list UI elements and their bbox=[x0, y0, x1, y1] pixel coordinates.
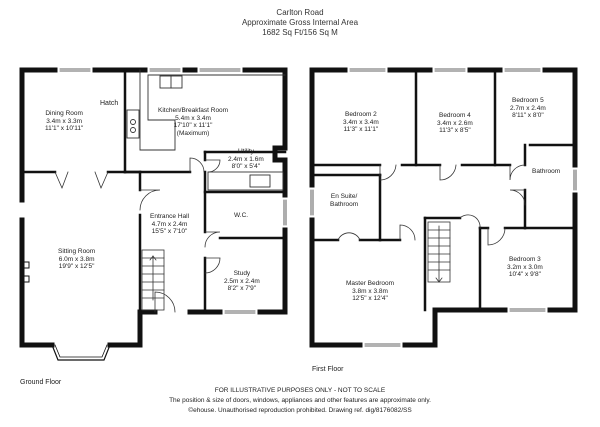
room-metric: 6.0m x 3.8m bbox=[58, 255, 95, 263]
ground-doors bbox=[54, 157, 221, 313]
room-name: Bedroom 3 bbox=[508, 256, 541, 263]
plan-title: Carlton Road bbox=[276, 8, 324, 17]
room-imperial: 8'2" x 7'9" bbox=[227, 285, 257, 292]
first-floor-label: First Floor bbox=[312, 366, 344, 373]
room-imperial: 10'4" x 9'8" bbox=[508, 271, 541, 278]
kitchen-units bbox=[126, 69, 286, 191]
room-master-bedroom: Master Bedroom 3.8m x 3.8m 12'5" x 12'4" bbox=[346, 280, 394, 303]
room-name: W.C. bbox=[234, 212, 249, 219]
room-bedroom-3: Bedroom 3 3.2m x 3.0m 10'4" x 9'8" bbox=[507, 256, 543, 279]
room-en-suite: En Suite/ Bathroom bbox=[330, 193, 358, 208]
bay-window bbox=[51, 344, 111, 361]
room-kitchen: Kitchen/Breakfast Room 5.4m x 3.4m 17'10… bbox=[158, 107, 228, 137]
room-imperial: 8'0" x 5'4" bbox=[231, 163, 261, 170]
room-name: Bedroom 2 bbox=[344, 111, 377, 118]
room-entrance-hall: Entrance Hall 4.7m x 2.4m 15'5" x 7'10" bbox=[150, 213, 189, 236]
ground-stairs bbox=[141, 249, 165, 311]
room-imperial: 15'5" x 7'10" bbox=[151, 228, 188, 235]
room-metric: 2.7m x 2.4m bbox=[510, 104, 546, 112]
room-imperial: 11'3" x 11'1" bbox=[343, 126, 379, 133]
room-study: Study 2.5m x 2.4m 8'2" x 7'9" bbox=[224, 270, 260, 293]
room-wc: W.C. bbox=[234, 212, 248, 220]
room-name: Bedroom 4 bbox=[438, 112, 471, 119]
area-value: 1682 Sq Ft/156 Sq M bbox=[262, 28, 338, 37]
room-bathroom: Bathroom bbox=[532, 168, 560, 176]
copyright-line: ©ehouse. Unauthorised reproduction prohi… bbox=[188, 407, 412, 414]
room-imperial: 8'11" x 8'0" bbox=[512, 112, 544, 119]
fireplace bbox=[23, 261, 30, 283]
room-sitting: Sitting Room 6.0m x 3.8m 19'9" x 12'5" bbox=[58, 248, 95, 271]
room-metric: 3.4m x 3.3m bbox=[46, 117, 83, 125]
room-metric: 4.7m x 2.4m bbox=[151, 220, 188, 228]
area-label: Approximate Gross Internal Area bbox=[241, 18, 359, 27]
room-imperial: 11'3" x 8'5" bbox=[439, 127, 471, 134]
room-metric: 3.4m x 2.6m bbox=[437, 119, 473, 127]
room-name: Kitchen/Breakfast Room bbox=[158, 107, 229, 114]
disclaimer-line-2: The position & size of doors, windows, a… bbox=[169, 397, 431, 404]
room-imperial: 19'9" x 12'5" bbox=[58, 263, 95, 270]
room-name: Study bbox=[233, 270, 251, 277]
first-floor-inner-walls bbox=[310, 68, 577, 312]
room-name: Bathroom bbox=[532, 168, 561, 175]
first-floor-windows bbox=[310, 68, 577, 347]
room-name: Bedroom 5 bbox=[511, 97, 544, 104]
room-metric: 3.8m x 3.8m bbox=[352, 287, 388, 295]
room-dining: Dining Room 3.4m x 3.3m 11'1" x 10'11" bbox=[45, 110, 83, 133]
disclaimer-line-1: FOR ILLUSTRATIVE PURPOSES ONLY - NOT TO … bbox=[214, 387, 386, 394]
room-note: (Maximum) bbox=[176, 129, 210, 137]
room-imperial: 11'1" x 10'11" bbox=[45, 125, 84, 132]
room-imperial: 17'10" x 11'1" bbox=[173, 122, 213, 129]
room-name: Master Bedroom bbox=[346, 280, 395, 287]
ground-floor-inner-walls bbox=[20, 68, 287, 314]
room-metric: 3.2m x 3.0m bbox=[507, 263, 543, 271]
room-name-2: Bathroom bbox=[330, 200, 359, 208]
room-metric: 5.4m x 3.4m bbox=[175, 114, 211, 122]
first-floor-stairs bbox=[427, 221, 451, 283]
ground-floor-windows bbox=[59, 68, 287, 314]
ground-floor-outer-walls bbox=[19, 67, 288, 348]
room-imperial: 12'5" x 12'4" bbox=[352, 295, 388, 302]
room-name: Entrance Hall bbox=[150, 213, 190, 220]
ground-floor-label: Ground Floor bbox=[20, 379, 62, 386]
room-bedroom-4: Bedroom 4 3.4m x 2.6m 11'3" x 8'5" bbox=[437, 112, 473, 135]
room-bedroom-2: Bedroom 2 3.4m x 3.4m 11'3" x 11'1" bbox=[343, 111, 379, 134]
hatch-label: Hatch bbox=[100, 100, 119, 107]
room-name: Utility bbox=[237, 148, 254, 155]
room-metric: 3.4m x 3.4m bbox=[343, 118, 379, 126]
first-floor-doors bbox=[337, 164, 526, 246]
room-utility: Utility 2.4m x 1.6m 8'0" x 5'4" bbox=[228, 148, 264, 171]
room-bedroom-5: Bedroom 5 2.7m x 2.4m 8'11" x 8'0" bbox=[510, 97, 546, 120]
room-name: Sitting Room bbox=[58, 248, 96, 255]
room-name: Dining Room bbox=[45, 110, 83, 117]
room-metric: 2.4m x 1.6m bbox=[228, 155, 264, 163]
room-metric: 2.5m x 2.4m bbox=[224, 277, 260, 285]
room-name: En Suite/ bbox=[330, 193, 358, 200]
